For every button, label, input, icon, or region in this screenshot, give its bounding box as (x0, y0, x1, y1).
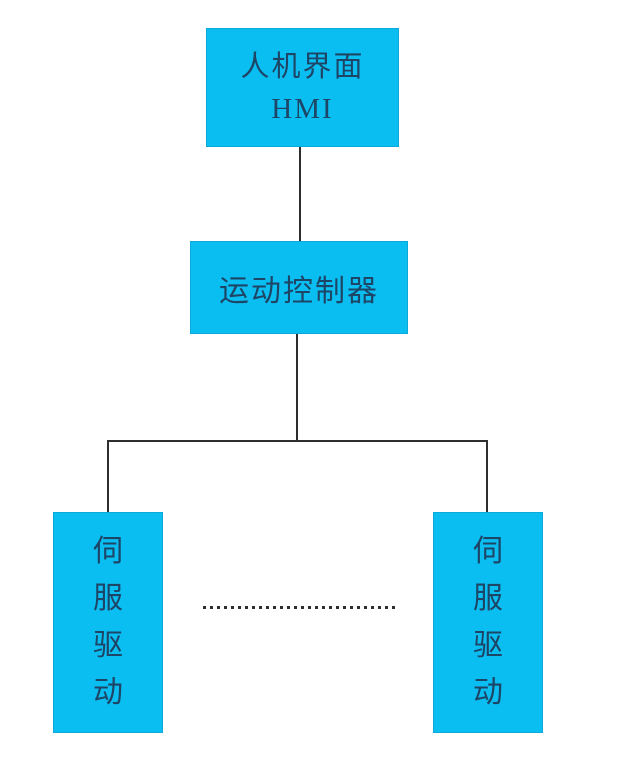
branch-right-drop-line (486, 441, 488, 512)
servo-right-char-3: 驱 (473, 629, 503, 662)
hmi-node: 人机界面 HMI (206, 28, 399, 147)
motion-controller-label: 运动控制器 (219, 274, 379, 308)
branch-horizontal-line (107, 440, 488, 442)
connector-controller-to-branch (296, 334, 298, 441)
servo-left-char-1: 伺 (93, 535, 123, 568)
branch-left-drop-line (107, 441, 109, 512)
servo-drive-left-node: 伺 服 驱 动 (53, 512, 163, 733)
servo-left-char-2: 服 (93, 582, 123, 615)
hmi-label-cn: 人机界面 (240, 50, 365, 83)
hmi-label-en: HMI (271, 92, 334, 125)
servo-right-char-1: 伺 (473, 535, 503, 568)
servo-left-char-3: 驱 (93, 629, 123, 662)
servo-right-char-2: 服 (473, 582, 503, 615)
servo-right-char-4: 动 (473, 676, 503, 709)
connector-hmi-to-controller (299, 147, 301, 242)
servo-left-char-4: 动 (93, 676, 123, 709)
servo-drive-right-node: 伺 服 驱 动 (433, 512, 543, 733)
motion-controller-node: 运动控制器 (190, 241, 408, 334)
dotted-ellipsis-connector (203, 606, 395, 609)
